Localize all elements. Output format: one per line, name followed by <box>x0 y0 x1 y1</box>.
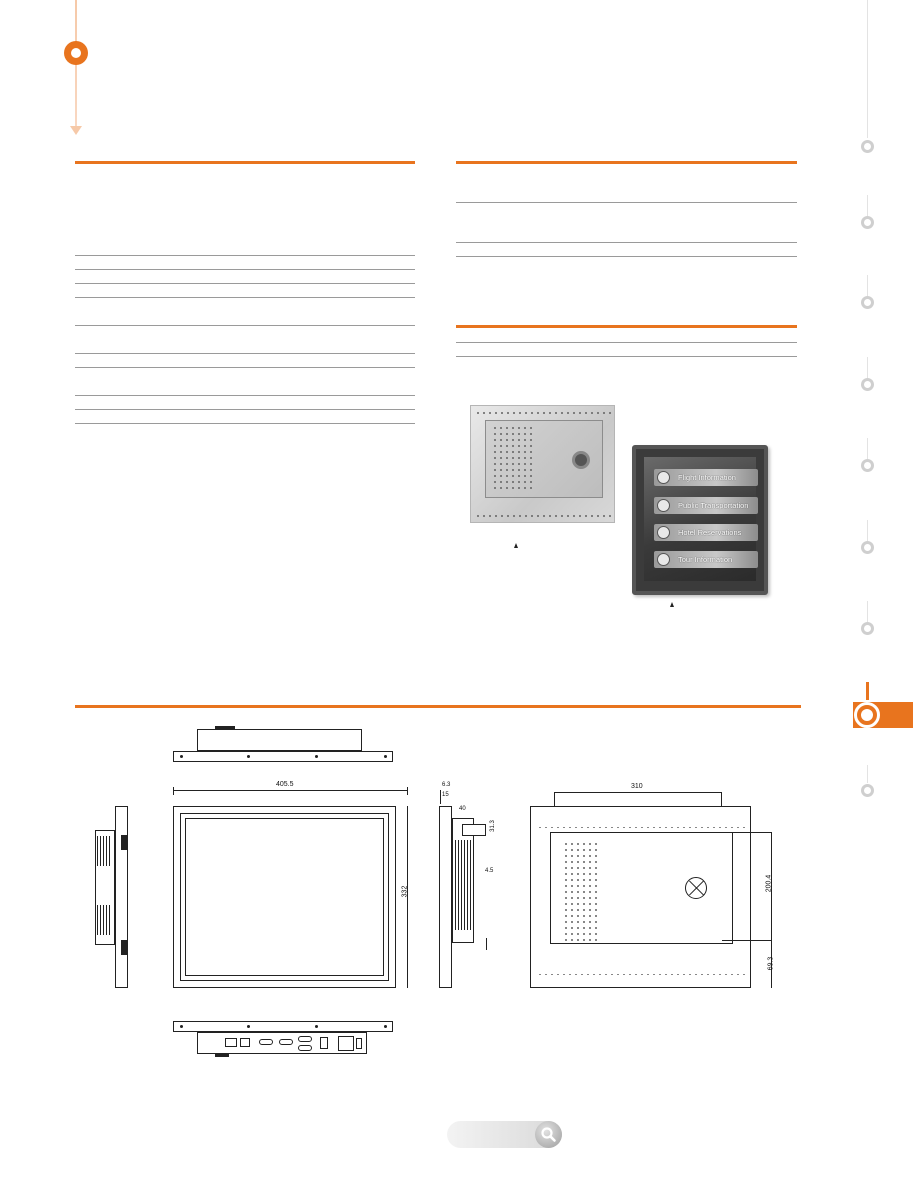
nav-dot-9[interactable] <box>861 784 874 797</box>
nav-dot-2[interactable] <box>861 216 874 229</box>
caption-marker-icon <box>514 543 518 548</box>
product-photo-front: Flight Information Public Transportation… <box>632 445 768 595</box>
kiosk-menu-item: Public Transportation <box>654 497 758 514</box>
nav-active-dot-icon <box>854 702 880 728</box>
dimension-front-height: 332 <box>401 885 409 898</box>
kiosk-menu-item: Hotel Reservations <box>654 524 758 541</box>
compass-icon <box>657 553 670 566</box>
nav-dot-3[interactable] <box>861 296 874 309</box>
hotel-icon <box>657 526 670 539</box>
spec-section-rule <box>75 161 415 164</box>
nav-dot-7[interactable] <box>861 622 874 635</box>
dimension-front-width: 405.5 <box>276 781 294 788</box>
fan-icon <box>572 451 590 469</box>
kiosk-screen: Flight Information Public Transportation… <box>644 457 758 581</box>
timeline-arrow-icon <box>70 126 82 135</box>
kiosk-menu-item: Flight Information <box>654 469 758 486</box>
dimension-rear-width: 310 <box>631 783 643 790</box>
airplane-icon <box>657 471 670 484</box>
search-icon <box>541 1127 556 1142</box>
kiosk-menu-item: Tour Information <box>654 551 758 568</box>
dimension-rear-height: 200.4 <box>765 874 773 893</box>
dimension-rear-offset: 69.3 <box>767 956 775 971</box>
nav-dot-5[interactable] <box>861 459 874 472</box>
nav-dot-6[interactable] <box>861 541 874 554</box>
caption-marker-icon <box>670 602 674 607</box>
bus-icon <box>657 499 670 512</box>
timeline-marker-icon <box>64 41 88 65</box>
nav-dot-4[interactable] <box>861 378 874 391</box>
features-section-rule <box>456 161 797 164</box>
search-button[interactable] <box>535 1121 562 1148</box>
dimensions-section-rule <box>75 705 801 708</box>
product-photo-rear <box>470 405 615 523</box>
nav-dot-1[interactable] <box>861 140 874 153</box>
ordering-section-rule <box>456 325 797 328</box>
fan-icon <box>685 877 707 899</box>
